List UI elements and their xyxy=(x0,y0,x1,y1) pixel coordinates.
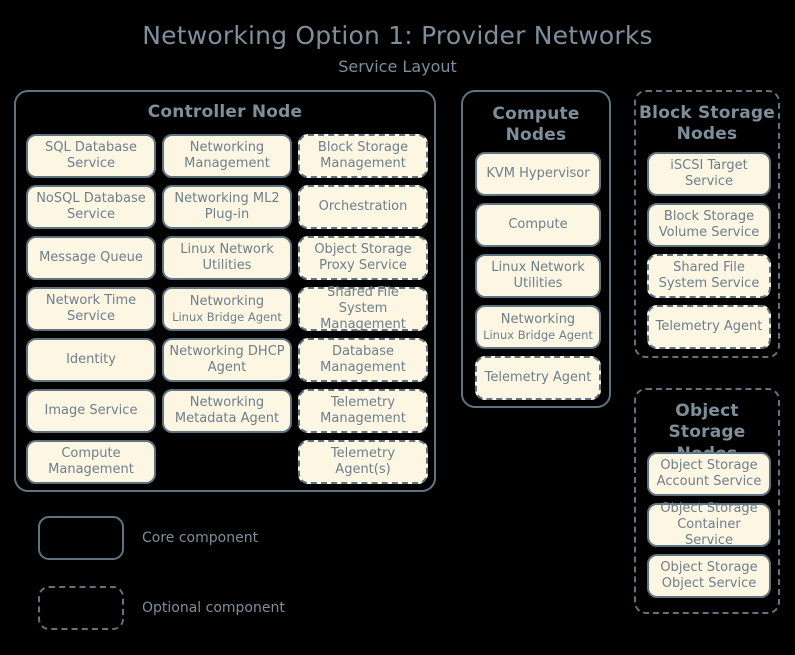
component-box[interactable]: Identity xyxy=(26,338,156,382)
component-label: Database Management xyxy=(320,344,406,375)
component-label: Compute Management xyxy=(48,446,134,477)
legend-row: Optional component xyxy=(38,585,368,631)
legend-label: Core component xyxy=(142,530,259,546)
block-storage-nodes-title: Block Storage Nodes xyxy=(639,103,775,145)
component-box[interactable]: Telemetry Management xyxy=(298,389,428,433)
component-box[interactable]: Telemetry Agent(s) xyxy=(298,440,428,484)
block-storage-nodes-group: Block Storage Nodes iSCSI Target Service… xyxy=(634,90,780,358)
component-box[interactable]: Object Storage Container Service xyxy=(647,501,771,548)
component-label: NoSQL Database Service xyxy=(36,191,146,222)
component-label: Network Time Service xyxy=(45,293,137,324)
component-box[interactable]: KVM Hypervisor xyxy=(475,152,601,196)
page-title: Networking Option 1: Provider Networks xyxy=(142,21,653,50)
legend-row: Core component xyxy=(38,515,368,561)
component-box[interactable]: Networking Metadata Agent xyxy=(162,389,292,433)
legend-swatch-dashed xyxy=(38,586,124,630)
page-subtitle: Service Layout xyxy=(338,56,457,76)
component-label: Shared File System Management xyxy=(320,285,406,332)
component-box[interactable]: Compute xyxy=(475,203,601,247)
component-label: Image Service xyxy=(44,403,138,419)
component-box[interactable]: Message Queue xyxy=(26,236,156,280)
component-label: Telemetry Management xyxy=(320,395,406,426)
component-label: Object Storage Proxy Service xyxy=(314,242,412,273)
component-label: Linux Network Utilities xyxy=(491,260,585,291)
component-sublabel: Linux Bridge Agent xyxy=(483,327,593,342)
compute-nodes-title: Compute Nodes xyxy=(492,104,580,146)
object-storage-nodes-group: Object Storage Nodes Object Storage Acco… xyxy=(634,388,780,614)
grid-spacer xyxy=(162,440,292,484)
title-block: Networking Option 1: Provider Networks S… xyxy=(0,22,795,75)
component-sublabel: Linux Bridge Agent xyxy=(172,309,282,324)
component-label: KVM Hypervisor xyxy=(486,166,590,182)
component-label: iSCSI Target Service xyxy=(670,158,748,189)
component-label: Networking Management xyxy=(184,140,270,171)
component-box[interactable]: SQL Database Service xyxy=(26,134,156,178)
component-box[interactable]: Object Storage Proxy Service xyxy=(298,236,428,280)
component-box[interactable]: Object Storage Object Service xyxy=(647,554,771,598)
component-label: Compute xyxy=(508,217,568,233)
component-label: Block Storage Management xyxy=(317,140,409,171)
component-box[interactable]: Shared File System Service xyxy=(647,254,771,298)
component-box[interactable]: Orchestration xyxy=(298,185,428,229)
component-label: Shared File System Service xyxy=(658,260,760,291)
controller-node-title: Controller Node xyxy=(147,102,303,122)
component-box[interactable]: Block Storage Management xyxy=(298,134,428,178)
component-label: Identity xyxy=(66,352,116,368)
component-box[interactable]: Telemetry Agent xyxy=(475,356,601,400)
component-label: Networking DHCP Agent xyxy=(169,344,285,375)
component-label: Orchestration xyxy=(318,199,408,215)
component-box[interactable]: Object Storage Account Service xyxy=(647,452,771,496)
component-box[interactable]: Telemetry Agent xyxy=(647,305,771,349)
component-box[interactable]: Network Time Service xyxy=(26,287,156,331)
component-box[interactable]: Shared File System Management xyxy=(298,285,428,332)
component-label: Networking Metadata Agent xyxy=(174,395,280,426)
component-label: Telemetry Agent(s) xyxy=(330,446,396,477)
component-box[interactable]: Database Management xyxy=(298,338,428,382)
component-box[interactable]: Image Service xyxy=(26,389,156,433)
component-box[interactable]: Networking ML2 Plug-in xyxy=(162,185,292,229)
legend-swatch-solid xyxy=(38,516,124,560)
component-box[interactable]: Linux Network Utilities xyxy=(162,236,292,280)
component-label: SQL Database Service xyxy=(45,140,137,171)
component-box[interactable]: Linux Network Utilities xyxy=(475,254,601,298)
component-label: Object Storage Container Service xyxy=(660,501,758,548)
component-label: Object Storage Account Service xyxy=(656,458,762,489)
component-label: Telemetry Agent xyxy=(655,319,763,335)
component-label: Networking ML2 Plug-in xyxy=(174,191,280,222)
component-label: Telemetry Agent xyxy=(484,370,592,386)
component-box[interactable]: Networking Management xyxy=(162,134,292,178)
component-box[interactable]: Compute Management xyxy=(26,440,156,484)
component-label: Block Storage Volume Service xyxy=(658,209,760,240)
component-label: Object Storage Object Service xyxy=(660,560,758,591)
component-box[interactable]: iSCSI Target Service xyxy=(647,152,771,196)
component-label: Linux Network Utilities xyxy=(180,242,274,273)
component-box[interactable]: Block Storage Volume Service xyxy=(647,203,771,247)
legend-label: Optional component xyxy=(142,600,285,616)
component-box[interactable]: NoSQL Database Service xyxy=(26,185,156,229)
component-box[interactable]: Networking DHCP Agent xyxy=(162,338,292,382)
controller-node-component-grid: SQL Database Service Networking Managemen… xyxy=(26,134,428,484)
component-label: Message Queue xyxy=(39,250,143,266)
